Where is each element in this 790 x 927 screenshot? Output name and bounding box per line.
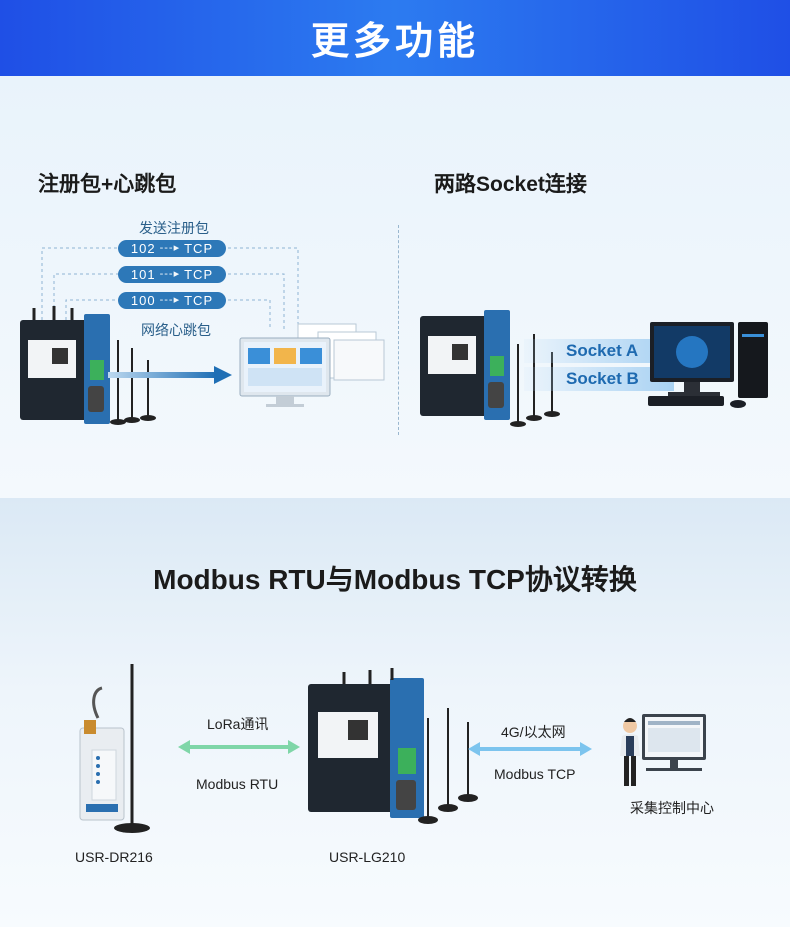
arrow-right-icon: ---▸ — [159, 294, 181, 306]
lg210-gateway-icon — [308, 668, 478, 824]
pill-proto: TCP — [184, 267, 214, 282]
control-center-label: 采集控制中心 — [630, 800, 714, 816]
lora-link-arrow-icon — [178, 740, 300, 754]
banner-title: 更多功能 — [310, 21, 479, 63]
control-center-icon — [620, 714, 706, 786]
heartbeat-label: 网络心跳包 — [141, 322, 211, 338]
dashed-connectors — [41, 247, 299, 330]
modbus-tcp-label: Modbus TCP — [494, 766, 576, 782]
desktop-pc-icon — [648, 322, 768, 408]
modbus-rtu-label: Modbus RTU — [196, 776, 279, 792]
arrow-right-icon: ---▸ — [159, 242, 181, 254]
lora-node-device-icon — [79, 664, 150, 833]
modbus-title: Modbus RTU与Modbus TCP协议转换 — [153, 564, 637, 595]
arrow-right-icon: ---▸ — [159, 268, 181, 280]
pill-proto: TCP — [184, 241, 214, 256]
socket-b-label: Socket B — [566, 369, 639, 388]
gateway-device-right-icon — [420, 310, 560, 427]
pill-id: 102 — [130, 241, 156, 256]
network-link-arrow-icon — [468, 742, 592, 756]
socket-a-band — [524, 339, 674, 363]
device-left-label: USR-DR216 — [75, 849, 153, 865]
register-heartbeat-title: 注册包+心跳包 — [38, 173, 177, 196]
data-arrow-icon — [108, 366, 232, 384]
pill-id: 101 — [130, 267, 156, 282]
features-section — [0, 76, 790, 498]
section-divider — [398, 225, 400, 435]
socket-a-label: Socket A — [566, 341, 639, 360]
tcp-pill-101: 101 ---▸ TCP — [118, 266, 226, 283]
socket-b-band — [524, 367, 674, 391]
top-banner: 更多功能 — [0, 0, 790, 76]
device-mid-label: USR-LG210 — [329, 849, 406, 865]
monitor-software-icon — [239, 323, 385, 407]
gateway-device-icon — [20, 306, 156, 425]
send-register-label: 发送注册包 — [139, 220, 209, 236]
lora-label: LoRa通讯 — [207, 716, 269, 732]
tcp-pill-102: 102 ---▸ TCP — [118, 240, 226, 257]
pill-id: 100 — [130, 293, 156, 308]
pill-proto: TCP — [184, 293, 214, 308]
tcp-pill-100: 100 ---▸ TCP — [118, 292, 226, 309]
network-label: 4G/以太网 — [501, 724, 566, 740]
dual-socket-title: 两路Socket连接 — [434, 173, 587, 196]
